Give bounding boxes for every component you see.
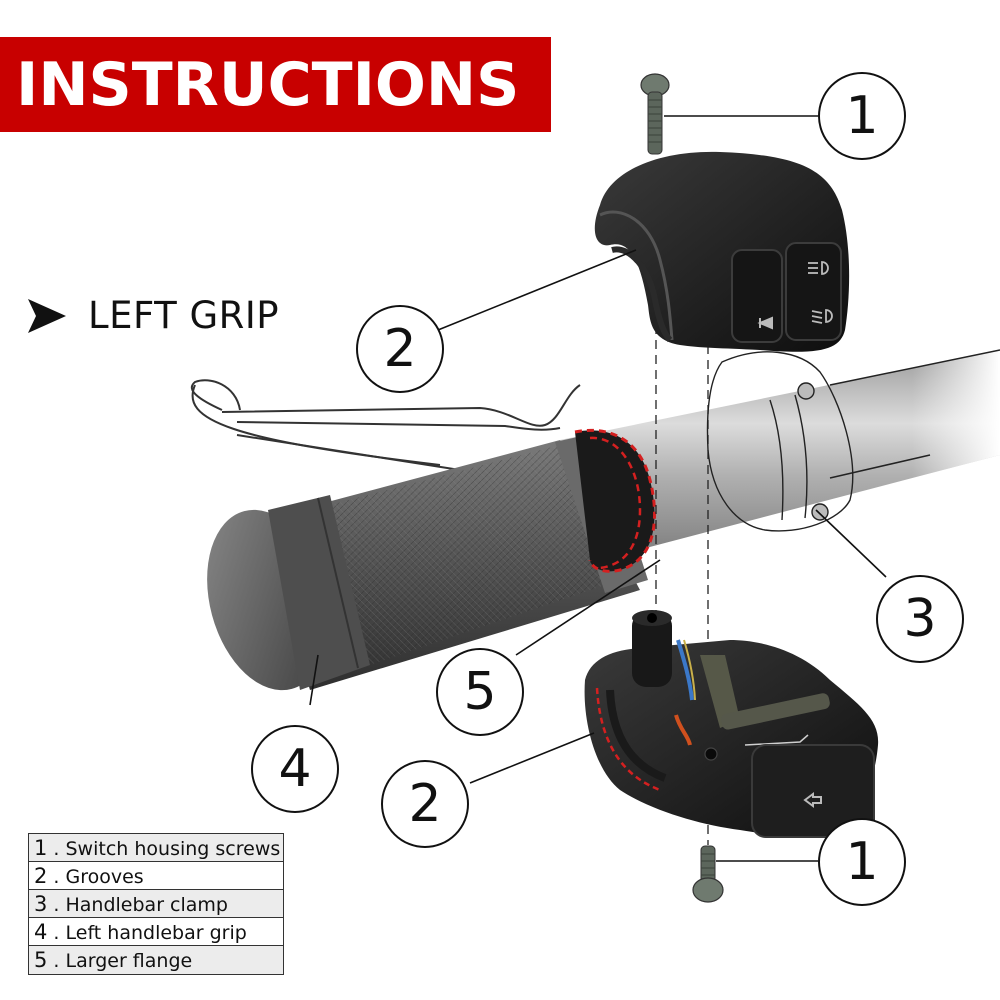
upper-switch-housing: [594, 151, 850, 352]
title-text: INSTRUCTIONS: [16, 50, 520, 120]
legend-row: 2 . Grooves: [29, 862, 283, 890]
section-label-text: LEFT GRIP: [88, 294, 280, 337]
callout-1-bottom: 1: [818, 818, 906, 906]
callout-4-grip: 4: [251, 725, 339, 813]
handlebar-clamp-sketch: [706, 351, 854, 532]
bottom-screw: [692, 845, 724, 903]
turn-signal-left-icon: [803, 792, 822, 808]
lower-switch-housing: [584, 610, 879, 838]
callout-3-clamp: 3: [876, 575, 964, 663]
legend-row: 4 . Left handlebar grip: [29, 918, 283, 946]
callout-2-lower: 2: [381, 760, 469, 848]
legend-table: 1 . Switch housing screws 2 . Grooves 3 …: [28, 833, 284, 975]
triangle-right-icon: [28, 298, 66, 333]
callout-2-upper: 2: [356, 305, 444, 393]
legend-row: 1 . Switch housing screws: [29, 834, 283, 862]
callout-5-flange: 5: [436, 648, 524, 736]
low-beam-icon: [811, 309, 833, 324]
legend-row: 5 . Larger flange: [29, 946, 283, 974]
leader-lines: [309, 115, 887, 862]
brake-lever-sketch: [190, 379, 581, 471]
legend-row: 3 . Handlebar clamp: [29, 890, 283, 918]
title-banner: [0, 37, 551, 132]
horn-icon: [757, 316, 773, 330]
grip: [207, 432, 648, 691]
flange: [574, 428, 657, 573]
section-label: LEFT GRIP: [28, 294, 279, 337]
high-beam-icon: [808, 261, 829, 275]
callout-1-top: 1: [818, 72, 906, 160]
top-screw: [640, 73, 670, 155]
handlebar: [560, 349, 1000, 560]
